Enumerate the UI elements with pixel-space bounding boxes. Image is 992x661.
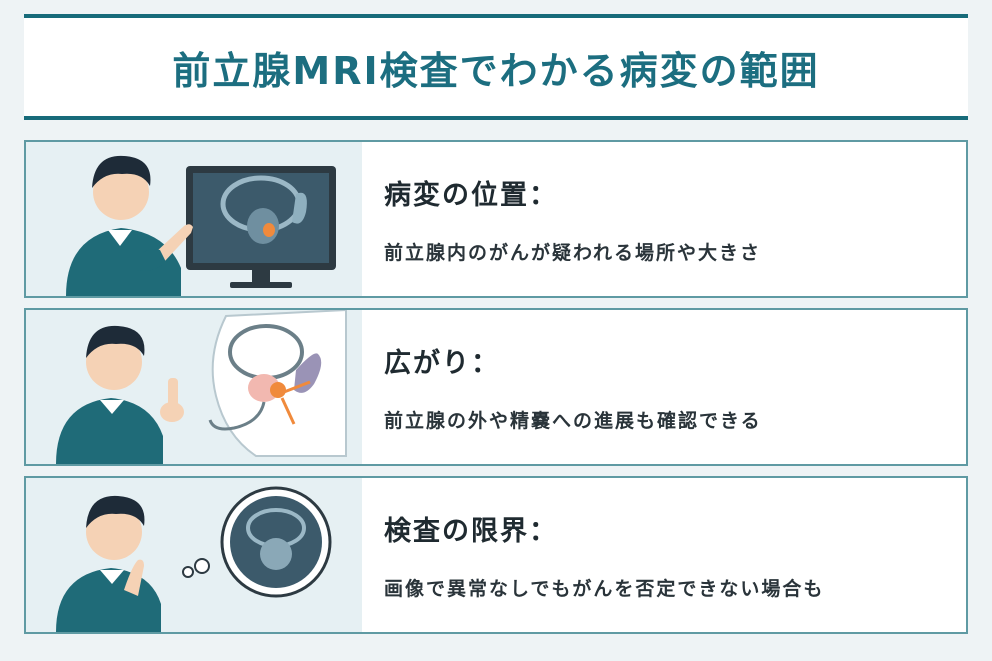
card-title: 病変の位置： [384,180,558,211]
card-title: 検査の限界： [384,516,558,547]
doctor-figure [56,495,161,632]
thought-bubble-icon [182,486,332,598]
doctor-thinking-illustration [26,478,362,632]
card-text: 病変の位置： 前立腺内のがんが疑われる場所や大きさ [362,142,761,296]
card-spread: 広がり： 前立腺の外や精嚢への進展も確認できる [24,308,968,466]
card-description: 画像で異常なしでもがんを否定できない場合も [384,578,825,600]
card-title: 広がり： [384,348,500,379]
page-title: 前立腺MRI検査でわかる病変の範囲 [172,48,820,93]
card-description: 前立腺内のがんが疑われる場所や大きさ [384,242,762,264]
doctor-figure [66,155,193,296]
card-text: 広がり： 前立腺の外や精嚢への進展も確認できる [362,310,762,464]
header-banner: 前立腺MRI検査でわかる病変の範囲 [24,14,968,120]
monitor-icon [186,166,336,288]
card-text: 検査の限界： 画像で異常なしでもがんを否定できない場合も [362,478,824,632]
card-description: 前立腺の外や精嚢への進展も確認できる [384,410,762,432]
doctor-figure [56,325,184,464]
doctor-monitor-illustration [26,142,362,296]
card-limitations: 検査の限界： 画像で異常なしでもがんを否定できない場合も [24,476,968,634]
prostate-anatomy-icon [208,310,347,457]
doctor-anatomy-illustration [26,310,362,464]
card-lesion-location: 病変の位置： 前立腺内のがんが疑われる場所や大きさ [24,140,968,298]
